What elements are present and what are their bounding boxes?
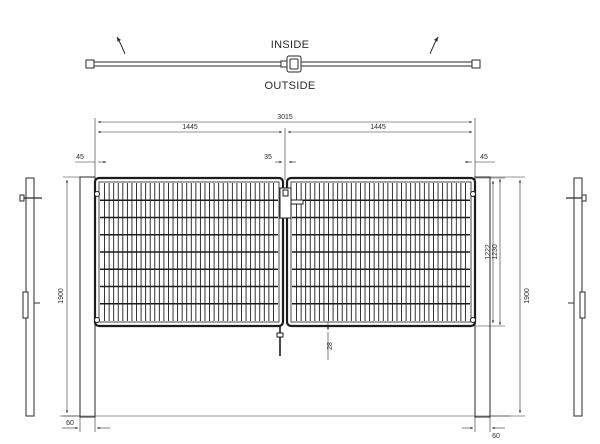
plan-post-left — [85, 59, 95, 69]
top-dimension-lines — [75, 118, 495, 180]
post-left — [79, 176, 96, 418]
bottom-dimension-lines — [62, 417, 505, 432]
hinge-icon — [470, 317, 476, 323]
plan-post-right — [471, 59, 481, 69]
plan-view — [85, 36, 481, 73]
outside-label: OUTSIDE — [265, 80, 316, 92]
dim-post-offset-right: 45 — [480, 154, 488, 161]
plan-lock-icon — [280, 55, 302, 73]
gate-leaf-right — [285, 176, 477, 328]
dim-leaf-width-right: 1445 — [370, 124, 386, 131]
dim-post-offset-left: 45 — [76, 154, 84, 161]
hinges — [94, 191, 476, 323]
dim-frame-height-1222: 1222 — [485, 244, 492, 260]
hinge-icon — [94, 191, 100, 197]
dim-leaf-gap: 35 — [264, 154, 272, 161]
plan-leaf-left — [93, 61, 285, 67]
height-dimension-lines — [476, 176, 525, 417]
dim-post-height-right: 1900 — [524, 288, 531, 304]
dim-leaf-width-left: 1445 — [182, 124, 198, 131]
plan-leaf-right — [295, 61, 473, 67]
dim-post-height-left: 1900 — [58, 288, 65, 304]
swing-arrow-right-icon — [429, 36, 439, 55]
hinge-icon — [94, 317, 100, 323]
dim-ground-clearance: 28 — [327, 342, 334, 350]
inside-label: INSIDE — [271, 39, 309, 51]
side-view-right — [566, 177, 587, 417]
hinge-icon — [470, 191, 476, 197]
side-view-left — [19, 177, 42, 417]
dim-frame-height-1230: 1230 — [492, 244, 499, 260]
mesh-panels — [100, 183, 470, 321]
lock-assembly — [276, 187, 304, 356]
dim-post-width-left: 60 — [66, 420, 74, 427]
gate-leaves — [93, 176, 477, 328]
post-right — [474, 176, 491, 418]
dim-post-width-right: 60 — [492, 433, 500, 440]
handle-icon — [290, 199, 304, 205]
left-height-dimension — [63, 176, 80, 417]
dim-overall-width: 3015 — [277, 114, 293, 121]
gate-leaf-left — [93, 176, 285, 328]
swing-arrow-left-icon — [116, 36, 126, 55]
